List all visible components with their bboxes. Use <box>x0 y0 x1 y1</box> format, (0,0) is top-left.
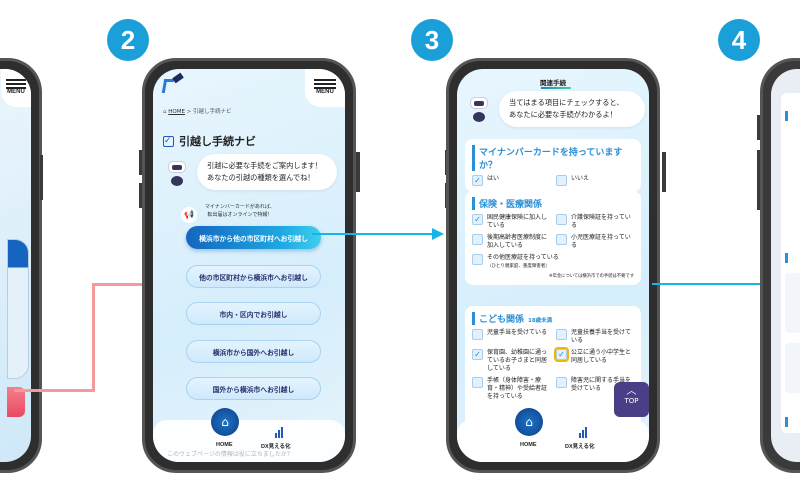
section-header: 関連手続 <box>540 79 566 87</box>
checkbox-nursery-kindergarten[interactable]: ✓保育園、幼稚園に通っているお子さまと同居している <box>472 349 550 373</box>
insurance-section: 保険・医療関係 ✓国民健康保険に加入している 介護保険証を持っている 後期高齢者… <box>465 191 641 285</box>
arrow-icon <box>432 228 444 240</box>
home-button[interactable]: ⌂ <box>211 408 239 436</box>
option-button-abroad-to-yokohama[interactable]: 国外から横浜市へお引越し <box>186 377 321 400</box>
mynumber-card-section: マイナンバーカードを持っていますか？ ✓はい いいえ <box>465 139 641 192</box>
robot-icon <box>166 161 188 191</box>
bar-chart-icon[interactable] <box>579 426 587 438</box>
chevron-up-icon: ︿ <box>626 386 637 397</box>
step-badge-2: 2 <box>107 19 149 61</box>
phone-step-2: MENU ⌂ HOME > 引越し手続ナビ ✓ 引越し手続ナビ 引越に必要な手続… <box>142 58 356 473</box>
logo <box>161 72 185 97</box>
back-to-top-button[interactable]: ︿ TOP <box>614 382 649 417</box>
breadcrumb-home[interactable]: HOME <box>168 109 185 115</box>
hero-card <box>7 239 29 379</box>
checkbox-care-insurance[interactable]: 介護保険証を持っている <box>556 214 634 230</box>
breadcrumb: ⌂ HOME > 引越し手続ナビ <box>163 107 232 115</box>
option-button-yokohama-to-abroad[interactable]: 横浜市から国外へお引越し <box>186 340 321 363</box>
option-button-yokohama-to-other[interactable]: 横浜市から他の市区町村へお引越し <box>186 226 321 249</box>
step-badge-4: 4 <box>718 19 760 61</box>
connector-line <box>652 283 768 285</box>
feedback-text: このウェブページの情報は役に立ちましたか？ <box>167 451 293 458</box>
option-button-within-city[interactable]: 市内・区内でお引越し <box>186 302 321 325</box>
online-note: マイナンバーカードがあれば、転出届はオンラインで特報！ <box>205 204 275 218</box>
step-badge-3: 3 <box>411 19 453 61</box>
checkbox-disability-handbook[interactable]: 手帳（身体障害・療育・精神）や受給者証を持っている <box>472 377 550 401</box>
guide-bubble: 引越に必要な手続をご案内します！あなたの引越の種類を選んでね！ <box>197 154 337 190</box>
home-icon: ⌂ <box>525 415 533 429</box>
checkbox-child-medical[interactable]: 小児医療証を持っている <box>556 234 634 250</box>
nav-dx-label[interactable]: DX見える化 <box>261 444 291 450</box>
home-icon: ⌂ <box>163 109 167 115</box>
bottom-nav: ⌂ HOME DX見える化 このウェブページの情報は役に立ちましたか？ <box>153 408 345 462</box>
robot-icon <box>468 97 490 127</box>
page-title: ✓ 引越し手続ナビ <box>163 135 256 148</box>
phone-step-1: MENU <box>0 58 42 473</box>
checkbox-child-support-allowance[interactable]: 児童扶養手当を受けている <box>556 329 634 345</box>
pension-note: ※年金については横浜市での手続は不要です <box>548 274 634 279</box>
phone-step-3: 関連手続 当てはまる項目にチェックすると、あなたに必要な手続がわかるよ！ マイナ… <box>446 58 660 473</box>
nav-home-label: HOME <box>520 442 537 448</box>
result-panel <box>781 93 800 433</box>
connector-line <box>14 389 95 392</box>
section-title: 保険・医療関係 <box>472 197 634 210</box>
menu-button[interactable]: MENU <box>1 69 31 107</box>
checkbox-elderly-medical[interactable]: 後期高齢者医療制度に加入している <box>472 234 550 250</box>
phone-step-4 <box>760 58 800 473</box>
section-title: マイナンバーカードを持っていますか？ <box>472 145 634 171</box>
nav-dx-label[interactable]: DX見える化 <box>565 444 595 450</box>
bar-chart-icon[interactable] <box>275 426 283 438</box>
breadcrumb-separator: > <box>186 109 192 115</box>
home-button[interactable]: ⌂ <box>515 408 543 436</box>
checkbox-icon: ✓ <box>163 135 174 147</box>
guide-bubble: 当てはまる項目にチェックすると、あなたに必要な手続がわかるよ！ <box>499 91 645 127</box>
start-button[interactable] <box>7 387 25 417</box>
checkbox-public-school[interactable]: ✓公立に通う小中学生と同居している <box>554 347 634 373</box>
nav-home-label: HOME <box>216 442 233 448</box>
checkbox-disabled-child-allowance[interactable]: 障害児に関する手当を受けている <box>556 377 634 401</box>
connector-line <box>312 233 434 235</box>
option-button-other-to-yokohama[interactable]: 他の市区町村から横浜市へお引越し <box>186 265 321 288</box>
bottom-nav: ⌂ HOME DX見える化 <box>457 408 649 462</box>
breadcrumb-current: 引越し手続ナビ <box>193 109 232 115</box>
checkbox-other-medical[interactable]: その他医療証を持っている（ひとり親家庭、重度障害者） <box>472 254 634 271</box>
checkbox-child-allowance[interactable]: 児童手当を受けている <box>472 329 550 345</box>
checkbox-no[interactable]: いいえ <box>556 175 634 186</box>
checkbox-national-health-insurance[interactable]: ✓国民健康保険に加入している <box>472 214 550 230</box>
home-icon: ⌂ <box>221 415 229 429</box>
megaphone-icon: 📢 <box>181 207 197 223</box>
checkbox-yes[interactable]: ✓はい <box>472 175 550 186</box>
menu-button[interactable]: MENU <box>305 69 345 107</box>
